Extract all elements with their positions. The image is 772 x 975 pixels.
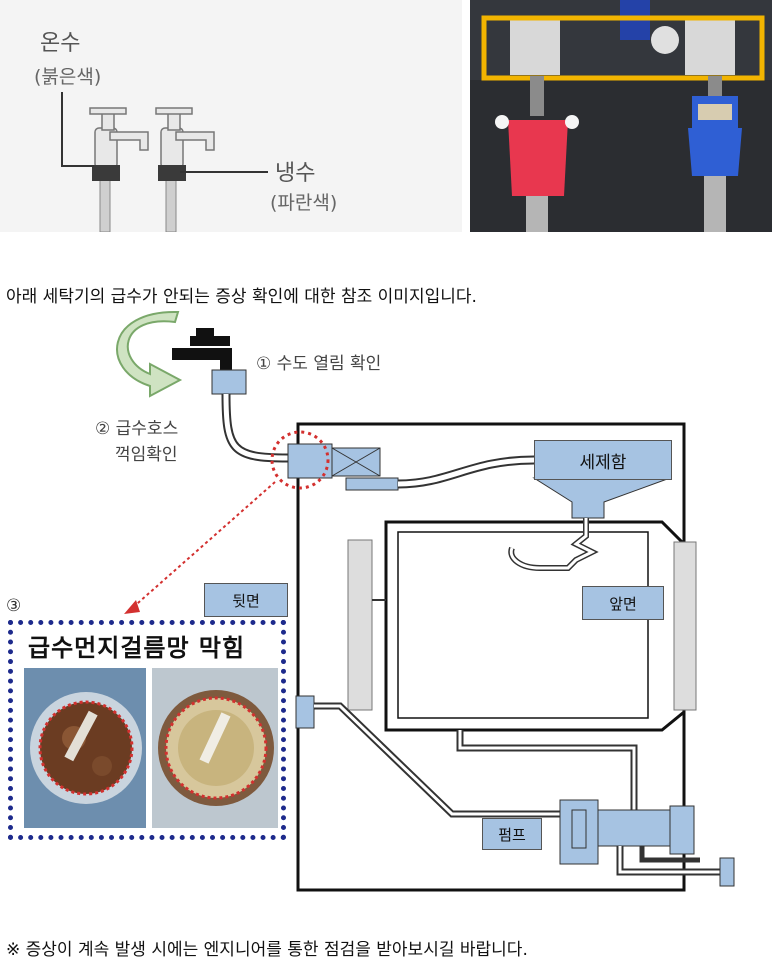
inlet-valve bbox=[287, 443, 333, 479]
clogged-filter-drawing bbox=[24, 668, 146, 828]
filter-title: 급수먼지걸름망 막힘 bbox=[28, 634, 246, 662]
step1-label: ① 수도 열림 확인 bbox=[256, 354, 382, 374]
back-panel bbox=[347, 539, 373, 711]
front-panel bbox=[673, 541, 697, 711]
pump-tag: 펌프 bbox=[482, 818, 542, 850]
hot-water-label: 온수 bbox=[40, 31, 81, 56]
footer-note: ※ 증상이 계속 발생 시에는 엔지니어를 통한 점검을 받아보시길 바랍니다. bbox=[6, 940, 528, 960]
detergent-tag: 세제함 bbox=[534, 440, 672, 480]
step2-label-line2: 꺽임확인 bbox=[115, 445, 178, 465]
cold-water-label: 냉수 bbox=[275, 161, 316, 186]
inlet-highlight bbox=[270, 430, 330, 490]
faucet-illustration bbox=[0, 0, 462, 233]
front-tag: 앞면 bbox=[582, 586, 664, 620]
turn-arrow-icon bbox=[116, 310, 183, 398]
hot-water-sub-label: (붉은색) bbox=[34, 66, 102, 88]
caption-text: 아래 세탁기의 급수가 안되는 증상 확인에 대한 참조 이미지입니다. bbox=[6, 287, 477, 307]
cold-water-sub-label: (파란색) bbox=[270, 192, 338, 214]
filter-inset bbox=[8, 620, 286, 840]
valve-photo bbox=[470, 0, 772, 232]
step2-label: ② 급수호스 bbox=[95, 419, 179, 439]
hose-connector bbox=[211, 369, 247, 395]
pointer-arrow-icon bbox=[124, 600, 140, 614]
filter-photo-clean bbox=[152, 668, 278, 828]
back-tag: 뒷면 bbox=[204, 583, 288, 617]
drum bbox=[384, 520, 686, 732]
step3-marker: ③ bbox=[6, 596, 22, 616]
clean-filter-drawing bbox=[152, 668, 278, 828]
washer-diagram bbox=[116, 310, 735, 892]
faucet-drawing bbox=[61, 92, 268, 233]
valve-photo-drawing bbox=[470, 0, 772, 232]
filter-photo-clogged bbox=[24, 668, 146, 828]
tap-icon bbox=[172, 328, 232, 374]
